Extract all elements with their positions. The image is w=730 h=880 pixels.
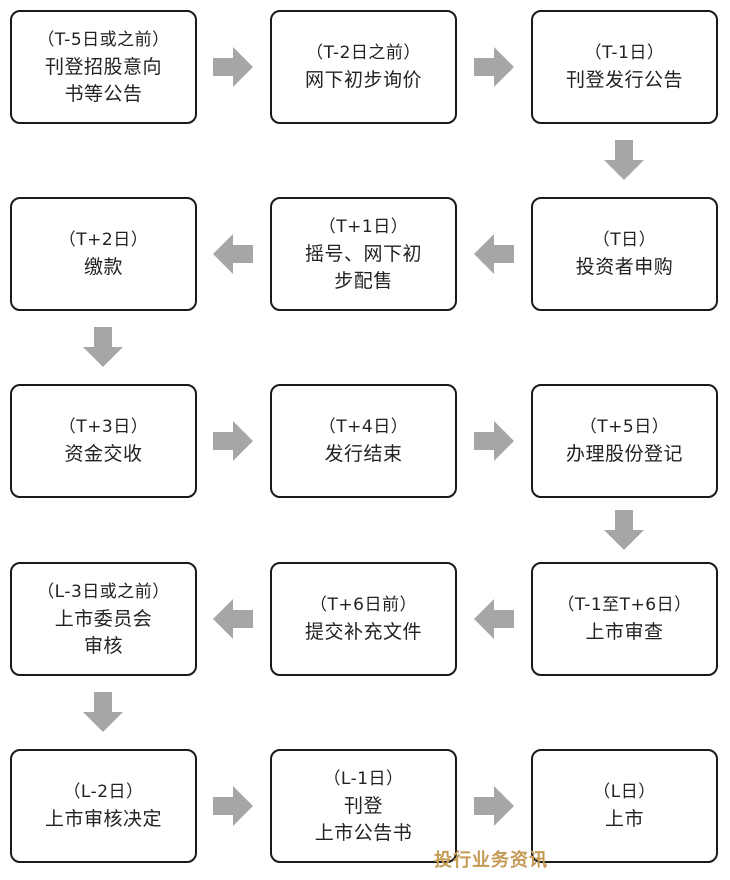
step-label: 刊登发行公告 <box>565 69 683 91</box>
step-date: （T-5日或之前） <box>37 29 170 50</box>
step-date: （T-1日） <box>584 43 665 63</box>
step-label: 摇号、网下初 <box>304 242 422 265</box>
step-label: 资金交收 <box>64 443 143 465</box>
step-date: （T-2日之前） <box>306 43 421 63</box>
step-date: （T+2日） <box>58 230 149 250</box>
step-date: （T日） <box>592 230 657 250</box>
step-label: 上市委员会 <box>54 607 153 630</box>
step-label: 网下初步询价 <box>304 69 422 91</box>
step-box-t-plus-3: （T+3日） 资金交收 <box>10 384 197 498</box>
step-date: （L-3日或之前） <box>37 581 170 602</box>
step-box-t-minus-2: （T-2日之前） 网下初步询价 <box>270 10 457 124</box>
step-label: 刊登 <box>343 794 383 817</box>
step-date: （T+1日） <box>318 216 409 237</box>
step-date: （T+4日） <box>318 417 409 437</box>
step-box-l-minus-2: （L-2日） 上市审核决定 <box>10 749 197 863</box>
step-date: （T+3日） <box>58 417 149 437</box>
step-box-t-minus-1: （T-1日） 刊登发行公告 <box>531 10 718 124</box>
step-box-t-plus-5: （T+5日） 办理股份登记 <box>531 384 718 498</box>
step-label: 上市审查 <box>585 621 664 643</box>
step-label: 书等公告 <box>64 82 143 105</box>
step-box-t-plus-4: （T+4日） 发行结束 <box>270 384 457 498</box>
step-date: （T-1至T+6日） <box>557 595 692 615</box>
step-label: 刊登招股意向 <box>44 55 162 78</box>
step-label: 审核 <box>83 634 123 657</box>
step-date: （L-2日） <box>63 782 144 802</box>
step-box-t-plus-1: （T+1日） 摇号、网下初 步配售 <box>270 197 457 311</box>
step-label: 办理股份登记 <box>565 443 683 465</box>
step-box-t-day: （T日） 投资者申购 <box>531 197 718 311</box>
step-box-l-minus-1: （L-1日） 刊登 上市公告书 <box>270 749 457 863</box>
step-box-t-minus-1-to-t-plus-6: （T-1至T+6日） 上市审查 <box>531 562 718 676</box>
step-date: （T+6日前） <box>310 595 417 615</box>
step-label: 上市审核决定 <box>44 808 162 830</box>
step-label: 发行结束 <box>324 443 403 465</box>
step-label: 步配售 <box>334 269 393 292</box>
watermark-text: 投行业务资讯 <box>434 850 548 871</box>
step-date: （T+5日） <box>579 417 670 437</box>
step-box-l-minus-3: （L-3日或之前） 上市委员会 审核 <box>10 562 197 676</box>
step-date: （L日） <box>593 782 656 802</box>
step-box-t-plus-6: （T+6日前） 提交补充文件 <box>270 562 457 676</box>
step-box-l-day: （L日） 上市 <box>531 749 718 863</box>
step-box-t-minus-5: （T-5日或之前） 刊登招股意向 书等公告 <box>10 10 197 124</box>
step-label: 投资者申购 <box>575 256 674 278</box>
step-date: （L-1日） <box>323 768 404 789</box>
step-label: 缴款 <box>83 256 123 278</box>
step-label: 上市公告书 <box>314 821 413 844</box>
step-box-t-plus-2: （T+2日） 缴款 <box>10 197 197 311</box>
step-label: 提交补充文件 <box>304 621 422 643</box>
step-label: 上市 <box>604 808 644 830</box>
